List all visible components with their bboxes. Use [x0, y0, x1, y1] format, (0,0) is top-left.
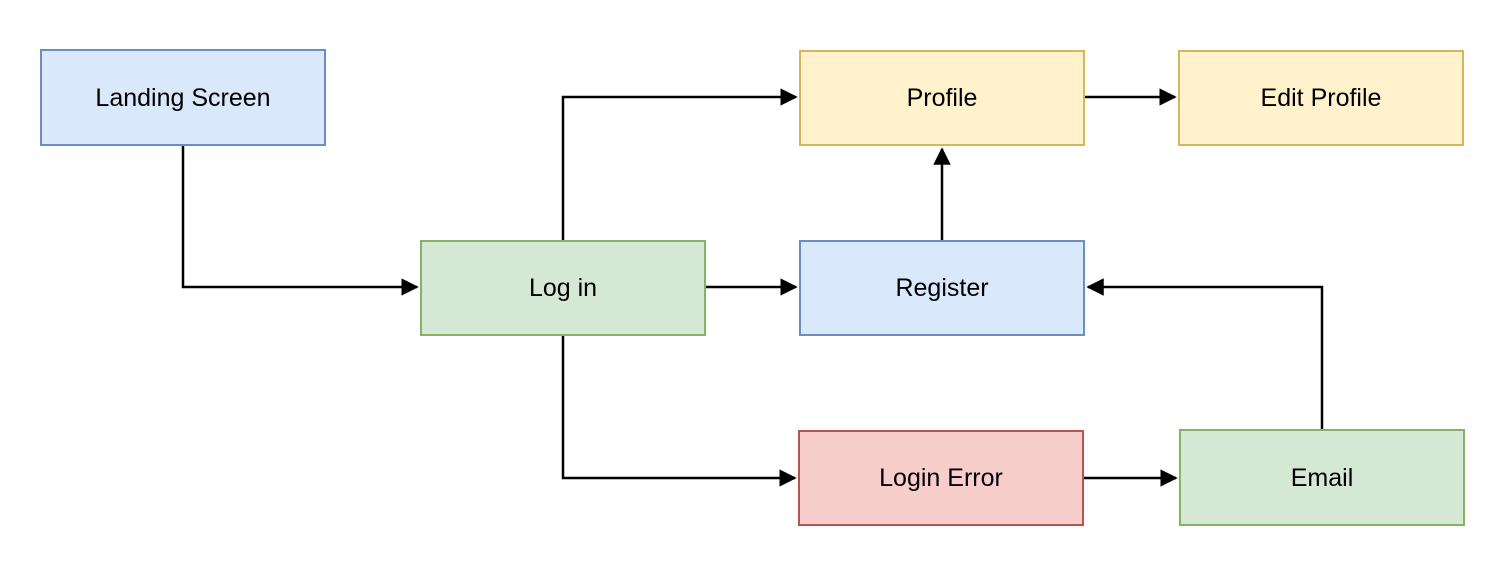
edge-landing-screen-to-log-in [181, 146, 419, 296]
node-landing-screen: Landing Screen [40, 49, 326, 146]
node-register-label: Register [895, 274, 989, 302]
edge-email-to-register [1086, 278, 1324, 429]
edge-log-in-to-login-error [561, 336, 797, 487]
node-log-in: Log in [420, 240, 706, 336]
node-edit-profile: Edit Profile [1178, 50, 1464, 146]
edge-log-in-to-profile [561, 88, 798, 240]
node-landing-screen-label: Landing Screen [95, 83, 271, 112]
node-log-in-label: Log in [528, 274, 598, 302]
node-profile: Profile [799, 50, 1085, 146]
node-edit-profile-label: Edit Profile [1260, 84, 1382, 112]
node-login-error: Login Error [798, 430, 1084, 526]
node-email: Email [1179, 429, 1465, 526]
node-login-error-label: Login Error [879, 464, 1003, 492]
node-register: Register [799, 240, 1085, 336]
node-email-label: Email [1290, 463, 1354, 492]
node-profile-label: Profile [906, 84, 978, 112]
